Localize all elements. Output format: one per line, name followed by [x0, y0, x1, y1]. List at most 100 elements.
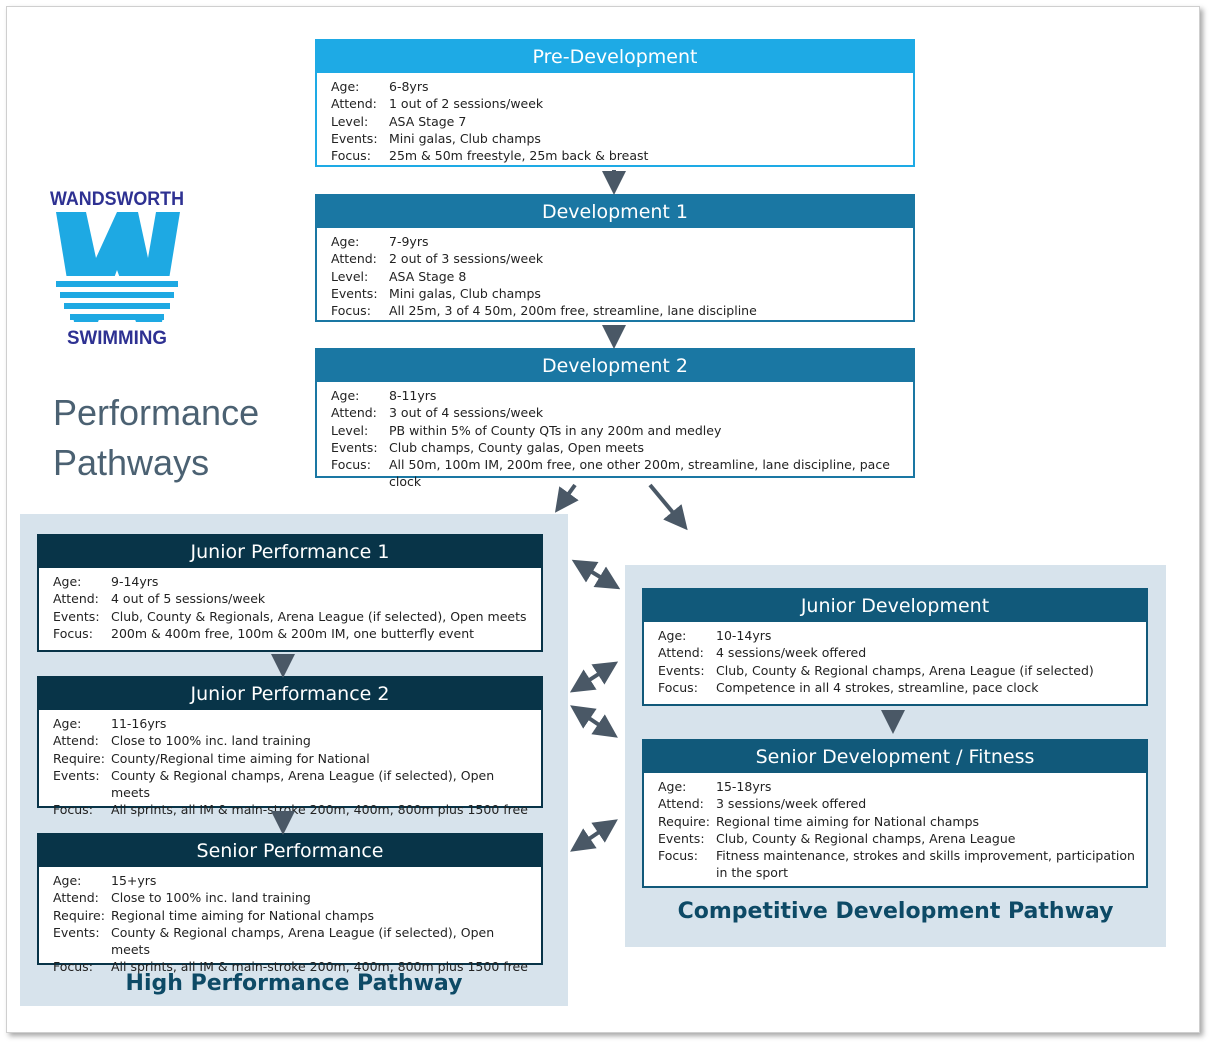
detail-value: ASA Stage 7 — [389, 113, 467, 129]
detail-row: Focus:All sprints, all IM & main-stroke … — [53, 801, 541, 818]
detail-row: Focus:200m & 400m free, 100m & 200m IM, … — [53, 625, 541, 642]
detail-label: Age: — [53, 873, 82, 888]
detail-row: Level:ASA Stage 8 — [331, 268, 913, 285]
detail-row: Focus:All sprints, all IM & main-stroke … — [53, 958, 541, 975]
detail-value: All sprints, all IM & main-stroke 200m, … — [111, 959, 528, 975]
card-heading: Junior Performance 1 — [39, 536, 541, 568]
detail-value: 7-9yrs — [389, 234, 429, 249]
card-heading: Junior Performance 2 — [39, 678, 541, 710]
detail-row: Age:11-16yrs — [53, 715, 541, 732]
detail-row: Events:Club, County & Regional champs, A… — [658, 830, 1146, 847]
detail-row: Level:ASA Stage 7 — [331, 113, 913, 130]
detail-row: Focus: Competence in all 4 strokes, strea… — [658, 679, 1146, 696]
detail-value: PB within 5% of County QTs in any 200m a… — [389, 422, 722, 438]
detail-row: Age:6-8yrs — [331, 78, 913, 95]
detail-value: Club champs, County galas, Open meets — [389, 439, 645, 455]
detail-value: County & Regional champs, Arena League (… — [111, 924, 495, 958]
arrow-sp-sd — [570, 819, 618, 852]
detail-row: Age: 9-14yrs — [53, 573, 541, 590]
detail-row: Events:Mini galas, Club champs — [331, 285, 913, 302]
detail-label: Focus: — [658, 679, 698, 695]
arrow-jp2-sd — [570, 705, 618, 738]
detail-row: Attend:3 sessions/week offered — [658, 795, 1146, 812]
detail-value: 2 out of 3 sessions/week — [389, 251, 544, 267]
detail-value: All sprints, all IM & main-stroke 200m, … — [111, 802, 528, 818]
detail-value: Mini galas, Club champs — [389, 285, 541, 301]
arrow-dev2-to-competitive — [648, 483, 688, 531]
detail-value: 200m & 400m free, 100m & 200m IM, one bu… — [111, 625, 475, 641]
detail-value: Competence in all 4 strokes, streamline,… — [716, 679, 1039, 695]
detail-value: 1 out of 2 sessions/week — [389, 96, 544, 112]
detail-row: Focus: Fitness maintenance, strokes and s… — [658, 847, 1146, 882]
detail-label: Age: — [53, 574, 82, 589]
detail-row: Focus: All 50m, 100m IM, 200m free, one o… — [331, 456, 913, 491]
card-heading: Senior Development / Fitness — [644, 741, 1146, 773]
detail-value: 10-14yrs — [716, 628, 772, 643]
detail-row: Level:PB within 5% of County QTs in any … — [331, 422, 913, 439]
detail-value: 11-16yrs — [111, 716, 167, 731]
page-title-line2: Pathways — [53, 442, 210, 483]
arrow-jp1-jd — [571, 559, 621, 590]
page-title-line1: Performance — [53, 392, 260, 433]
detail-value: County & Regional champs, Arena League (… — [111, 767, 495, 801]
detail-label: Attend: — [53, 591, 99, 607]
detail-label: Require: — [53, 907, 105, 923]
detail-label: Attend: — [658, 645, 704, 661]
detail-row: Age:8-11yrs — [331, 387, 913, 404]
detail-value: County/Regional time aiming for National — [111, 750, 370, 766]
detail-row: Events:Club champs, County galas, Open m… — [331, 439, 913, 456]
detail-row: Require: Regional time aiming for Nationa… — [658, 813, 1146, 830]
detail-value: Regional time aiming for National champs — [716, 813, 980, 829]
detail-label: Focus: — [331, 303, 371, 319]
detail-value: 9-14yrs — [111, 574, 159, 589]
detail-label: Events: — [331, 130, 378, 146]
detail-row: Attend: 2 out of 3 sessions/week — [331, 250, 913, 267]
detail-row: Attend: Close to 100% inc. land training — [53, 889, 541, 906]
detail-label: Age: — [331, 388, 360, 403]
detail-label: Events: — [658, 662, 705, 678]
detail-row: Events:Club, County & Regionals, Arena L… — [53, 608, 541, 625]
card-heading: Development 2 — [317, 350, 913, 382]
page-title: Performance Pathways — [53, 388, 259, 488]
card-heading: Junior Development — [644, 590, 1146, 622]
detail-value: All 50m, 100m IM, 200m free, one other 2… — [389, 457, 890, 490]
detail-value: Fitness maintenance, strokes and skills … — [716, 848, 1135, 881]
wandsworth-swimming-logo: WANDSWORTH SWIMMING — [44, 186, 190, 350]
detail-label: Attend: — [331, 251, 377, 267]
detail-row: Events:County & Regional champs, Arena L… — [53, 924, 541, 959]
high-performance-pathway-label: High Performance Pathway — [125, 971, 463, 996]
detail-label: Attend: — [53, 890, 99, 906]
detail-value: Club, County & Regional champs, Arena Le… — [716, 662, 1094, 678]
detail-value: 3 out of 4 sessions/week — [389, 405, 544, 421]
detail-label: Focus: — [658, 848, 698, 864]
detail-row: Focus: All 25m, 3 of 4 50m, 200m free, st… — [331, 302, 913, 319]
detail-value: Regional time aiming for National champs — [111, 907, 375, 923]
logo-bottom-text: SWIMMING — [67, 328, 167, 349]
detail-row: Require: Regional time aiming for Nationa… — [53, 907, 541, 924]
detail-label: Focus: — [331, 457, 371, 473]
detail-value: Close to 100% inc. land training — [111, 890, 311, 906]
detail-value: All 25m, 3 of 4 50m, 200m free, streamli… — [389, 303, 757, 319]
detail-value: Mini galas, Club champs — [389, 130, 541, 146]
detail-label: Age: — [331, 234, 360, 249]
logo-top-text: WANDSWORTH — [50, 189, 184, 210]
detail-row: Age:10-14yrs — [658, 627, 1146, 644]
arrow-jp2-jd — [569, 661, 619, 693]
detail-row: Attend:3 out of 4 sessions/week — [331, 404, 913, 421]
competitive-development-pathway-label: Competitive Development Pathway — [677, 899, 1114, 924]
detail-label: Focus: — [331, 148, 371, 164]
detail-value: 15-18yrs — [716, 779, 772, 794]
detail-row: Attend:4 sessions/week offered — [658, 644, 1146, 661]
detail-row: Age: 7-9yrs — [331, 233, 913, 250]
card-heading: Pre-Development — [317, 41, 913, 73]
detail-label: Require: — [658, 813, 710, 829]
detail-value: Club, County & Regionals, Arena League (… — [111, 608, 527, 624]
